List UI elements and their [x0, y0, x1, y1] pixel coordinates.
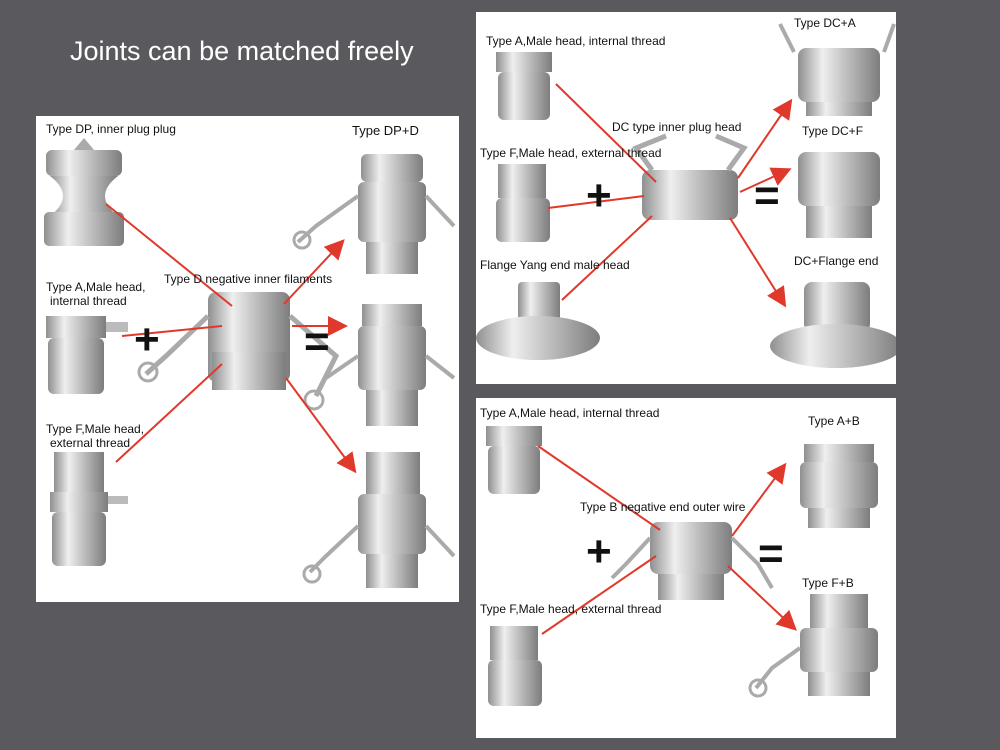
panel-type-d: Type DP, inner plug plug Type DP+D Type … — [36, 116, 459, 602]
dc-plus-sign: + — [586, 171, 612, 220]
label-dc-center: DC type inner plug head — [612, 120, 742, 134]
panel-type-d-illustration — [44, 138, 456, 588]
result-dc-f-image — [798, 152, 880, 238]
result-a-d-image — [324, 304, 456, 426]
label-b-center: Type B negative end outer wire — [580, 500, 746, 514]
label-dc-a: Type DC+A — [794, 16, 856, 30]
b-a-male-image — [486, 426, 542, 494]
panel-type-b-illustration — [486, 426, 878, 706]
label-dc-flange-end: DC+Flange end — [794, 254, 879, 268]
result-f-b-image — [748, 594, 878, 698]
panel-type-b-arrows — [537, 445, 797, 635]
panel-type-dc-arrows — [547, 83, 793, 308]
result-dc-a-image — [778, 23, 896, 116]
dc-coupling-image — [632, 133, 748, 220]
panel-type-dc-illustration — [476, 23, 896, 368]
page-title: Joints can be matched freely — [70, 36, 414, 66]
panel-type-d-arrows — [105, 203, 357, 474]
result-dp-d-image — [292, 154, 456, 274]
plus-sign: + — [134, 315, 160, 364]
dc-equals-sign: = — [754, 171, 780, 220]
f-male-head-image — [50, 452, 128, 566]
result-f-d-image — [302, 452, 456, 588]
flange-male-image — [476, 282, 600, 360]
label-type-a-line2: internal thread — [50, 294, 127, 308]
label-b-type-f: Type F,Male head, external thread — [480, 602, 662, 616]
panel-type-dc: Type A,Male head, internal thread DC typ… — [476, 12, 896, 384]
label-dc-flange: Flange Yang end male head — [480, 258, 630, 272]
b-coupling-image — [610, 522, 774, 600]
d-coupling-image — [137, 292, 340, 411]
result-a-b-image — [800, 444, 878, 528]
label-dc-type-f: Type F,Male head, external thread — [480, 146, 662, 160]
dc-f-male-image — [496, 164, 550, 242]
label-dc-f: Type DC+F — [802, 124, 864, 138]
label-type-f-line1: Type F,Male head, — [46, 422, 145, 436]
dp-plug-image — [44, 138, 124, 246]
label-dc-type-a: Type A,Male head, internal thread — [486, 34, 666, 48]
b-plus-sign: + — [586, 527, 612, 576]
label-type-f-line2: external thread — [50, 436, 131, 450]
label-type-dp: Type DP, inner plug plug — [46, 122, 176, 136]
label-type-a-line1: Type A,Male head, — [46, 280, 146, 294]
panel-type-b: Type A,Male head, internal thread Type B… — [476, 398, 896, 738]
equals-sign: = — [304, 317, 330, 366]
label-b-type-a: Type A,Male head, internal thread — [480, 406, 660, 420]
dc-a-male-image — [496, 52, 552, 120]
label-type-d-center: Type D negative inner filaments — [164, 272, 333, 286]
result-dc-flange-image — [770, 282, 896, 368]
label-type-dp-d: Type DP+D — [352, 123, 419, 138]
b-equals-sign: = — [758, 529, 784, 578]
label-a-b: Type A+B — [808, 414, 860, 428]
b-f-male-image — [488, 626, 542, 706]
a-male-head-image — [46, 316, 128, 394]
label-f-b: Type F+B — [802, 576, 854, 590]
